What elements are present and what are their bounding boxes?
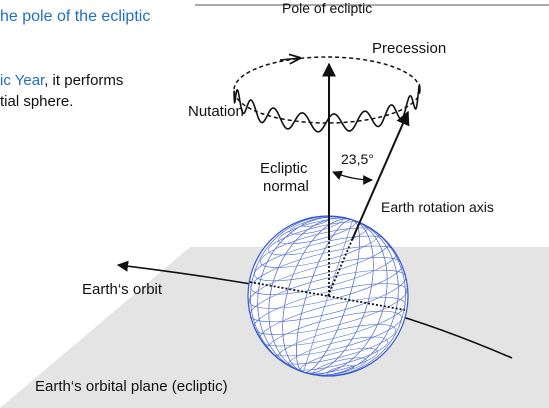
precession-ellipse [233, 56, 421, 124]
ecliptic-normal-label-1: Ecliptic [260, 160, 308, 177]
precession-label: Precession [372, 40, 447, 57]
slide-link-text: ic Year [0, 72, 45, 89]
orbital-plane-label: Earth‘s orbital plane (ecliptic) [35, 378, 228, 395]
slide-text-line-2: ic Year, it performs [0, 72, 123, 90]
rotation-axis-arrow [351, 110, 410, 241]
slide-heading-fragment: he pole of the ecliptic [0, 8, 151, 25]
nutation-label: Nutation [188, 103, 244, 120]
angle-arc [332, 170, 373, 185]
rotation-axis-label: Earth rotation axis [381, 199, 494, 215]
ecliptic-normal-label-2: normal [263, 178, 309, 195]
earth-orbit-label: Earth‘s orbit [82, 281, 163, 298]
slide-text-line-3: tial sphere. [0, 93, 74, 110]
nutation-wave [233, 83, 421, 133]
precession-arrow [279, 58, 300, 60]
pole-of-ecliptic-label: Pole of ecliptic [282, 0, 373, 16]
angle-label: 23,5° [341, 151, 374, 167]
slide-text-line-2-rest: , it performs [44, 72, 124, 89]
